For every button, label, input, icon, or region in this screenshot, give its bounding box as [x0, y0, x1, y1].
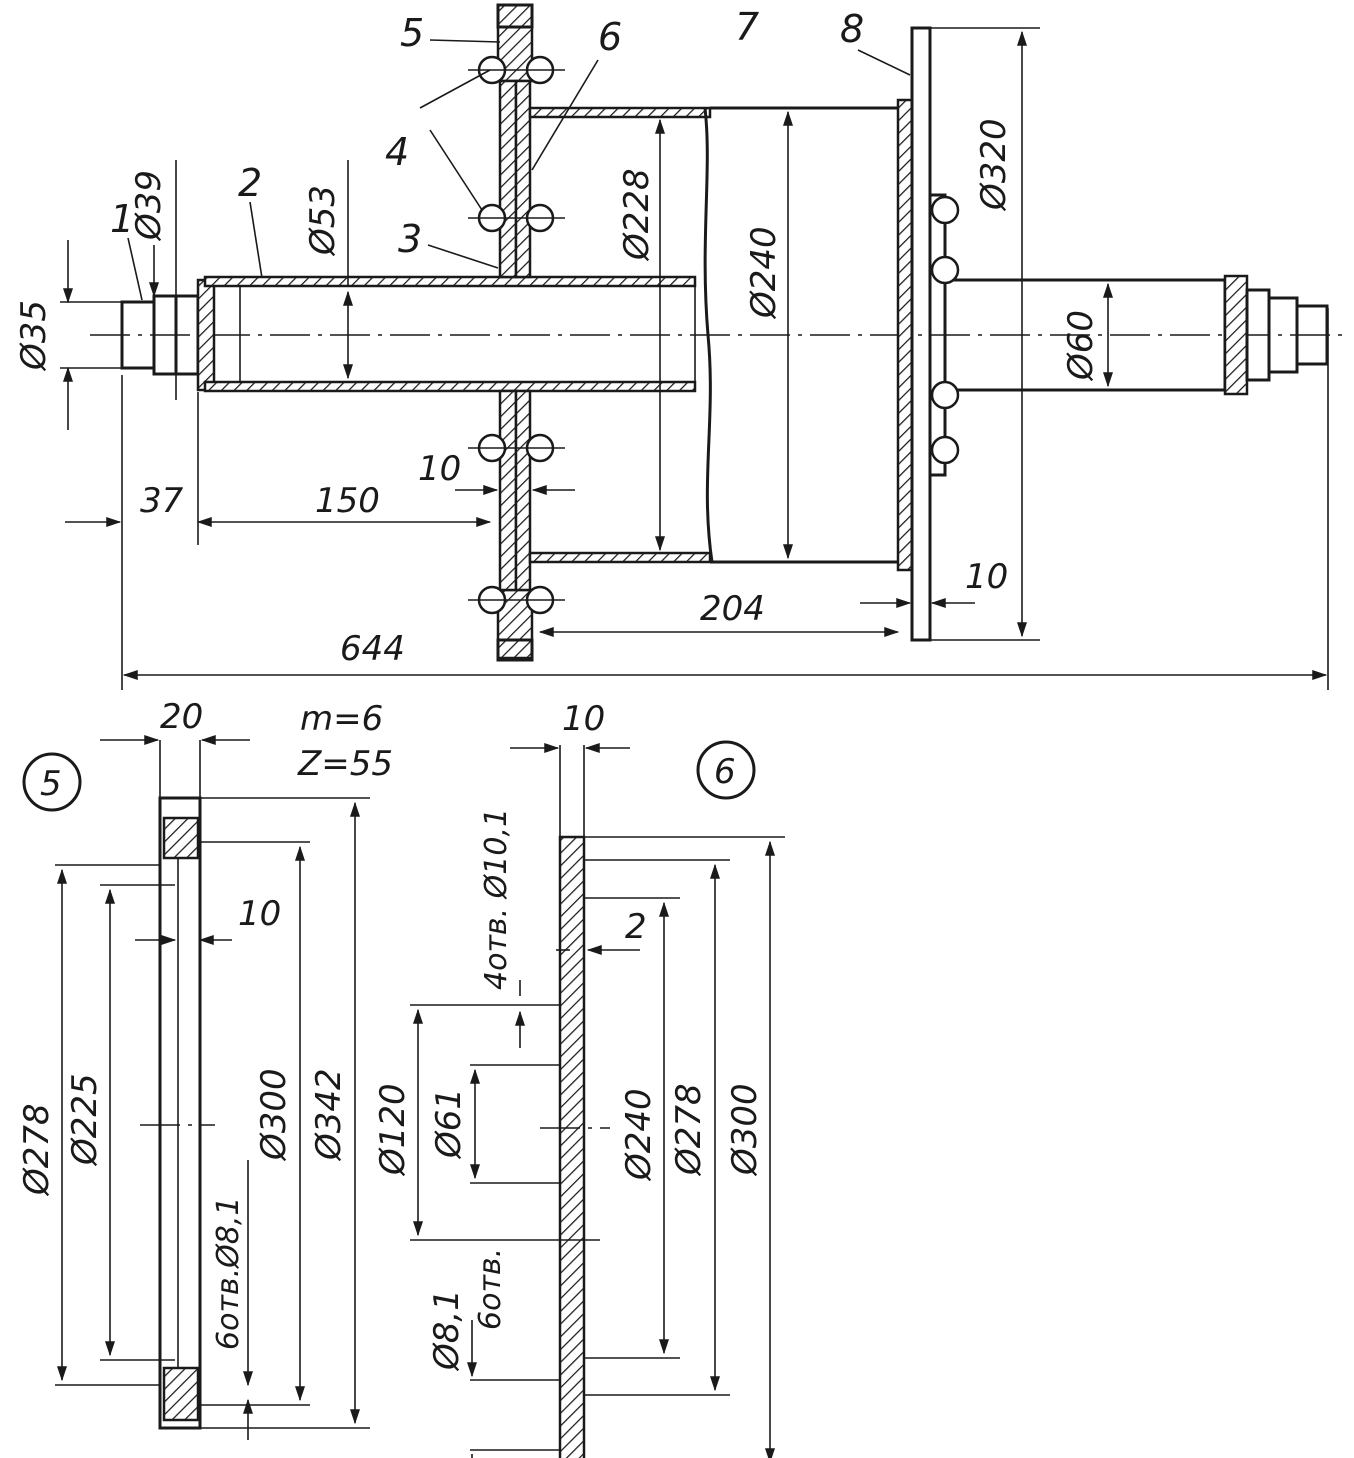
detail-6-width-10: 10 [562, 699, 605, 739]
detail-6-d240: Ø240 [619, 1088, 659, 1182]
dim-10-gear: 10 [418, 449, 461, 489]
dim-d39: Ø39 [129, 170, 169, 242]
detail-5-holes: 6отв.Ø8,1 [211, 1197, 246, 1350]
detail-6-d300: Ø300 [725, 1083, 765, 1177]
gear-part-5 [496, 3, 534, 662]
part-label-7: 7 [735, 5, 759, 49]
dim-644: 644 [340, 629, 405, 669]
dim-d320: Ø320 [974, 118, 1014, 212]
axle-right [943, 274, 1329, 396]
shaft-left-end [120, 278, 216, 392]
gear-module: m=6 [300, 699, 383, 739]
dim-d53: Ø53 [303, 185, 343, 257]
detail-6-d120: Ø120 [373, 1083, 413, 1177]
part-label-2: 2 [238, 161, 262, 205]
detail-5-width-20: 20 [160, 697, 203, 737]
detail-5-d278: Ø278 [17, 1103, 57, 1197]
detail-6-marker-circle [696, 740, 756, 800]
bolts-part-4 [468, 55, 960, 615]
main-assembly-view: 1 2 3 4 5 6 7 8 Ø35 Ø39 Ø53 Ø228 Ø240 Ø3… [14, 3, 1350, 690]
dim-204: 204 [700, 589, 765, 629]
part-label-4: 4 [385, 130, 409, 174]
part-label-5: 5 [400, 11, 424, 55]
dim-10-flange: 10 [965, 557, 1008, 597]
part-label-1: 1 [110, 197, 134, 241]
detail-6-disk-view: 6 10 4отв. Ø10,1 2 Ø120 Ø61 Ø240 Ø278 [373, 699, 785, 1458]
tube-part-2 [203, 275, 697, 393]
dim-150: 150 [315, 481, 380, 521]
dim-d35: Ø35 [14, 300, 54, 372]
dim-37: 37 [140, 481, 184, 521]
detail-6-width-2: 2 [625, 907, 647, 947]
dim-d228: Ø228 [617, 168, 657, 262]
detail-6-d61: Ø61 [429, 1088, 469, 1160]
drum-part-7 [528, 106, 900, 564]
dim-d60: Ø60 [1061, 310, 1101, 382]
detail-5-marker-label: 5 [40, 764, 62, 804]
detail-6-marker-label: 6 [714, 752, 736, 792]
detail-5-width-10: 10 [238, 894, 281, 934]
detail-5-gear-view: 5 m=6 Z=55 20 10 Ø278 Ø225 Ø300 Ø34 [17, 697, 393, 1440]
detail-6-holes6: 6отв. [473, 1248, 508, 1330]
detail-6-d278: Ø278 [669, 1083, 709, 1177]
part-label-6: 6 [598, 15, 622, 59]
disk-part-6 [514, 79, 532, 592]
detail-5-d300: Ø300 [254, 1068, 294, 1162]
gear-teeth: Z=55 [297, 744, 393, 784]
detail-5-d342: Ø342 [309, 1068, 349, 1162]
dim-d240: Ø240 [744, 226, 784, 320]
detail-6-d81: Ø8,1 [427, 1289, 467, 1372]
main-dimension-lines [60, 27, 1329, 690]
part-leaders [127, 39, 911, 301]
part-label-3: 3 [398, 217, 422, 261]
detail-6-holes4: 4отв. Ø10,1 [479, 808, 514, 990]
detail-5-d225: Ø225 [65, 1073, 105, 1167]
detail-5-marker-circle [22, 752, 82, 812]
flange-part-8 [896, 26, 947, 642]
part-label-8: 8 [840, 7, 864, 51]
